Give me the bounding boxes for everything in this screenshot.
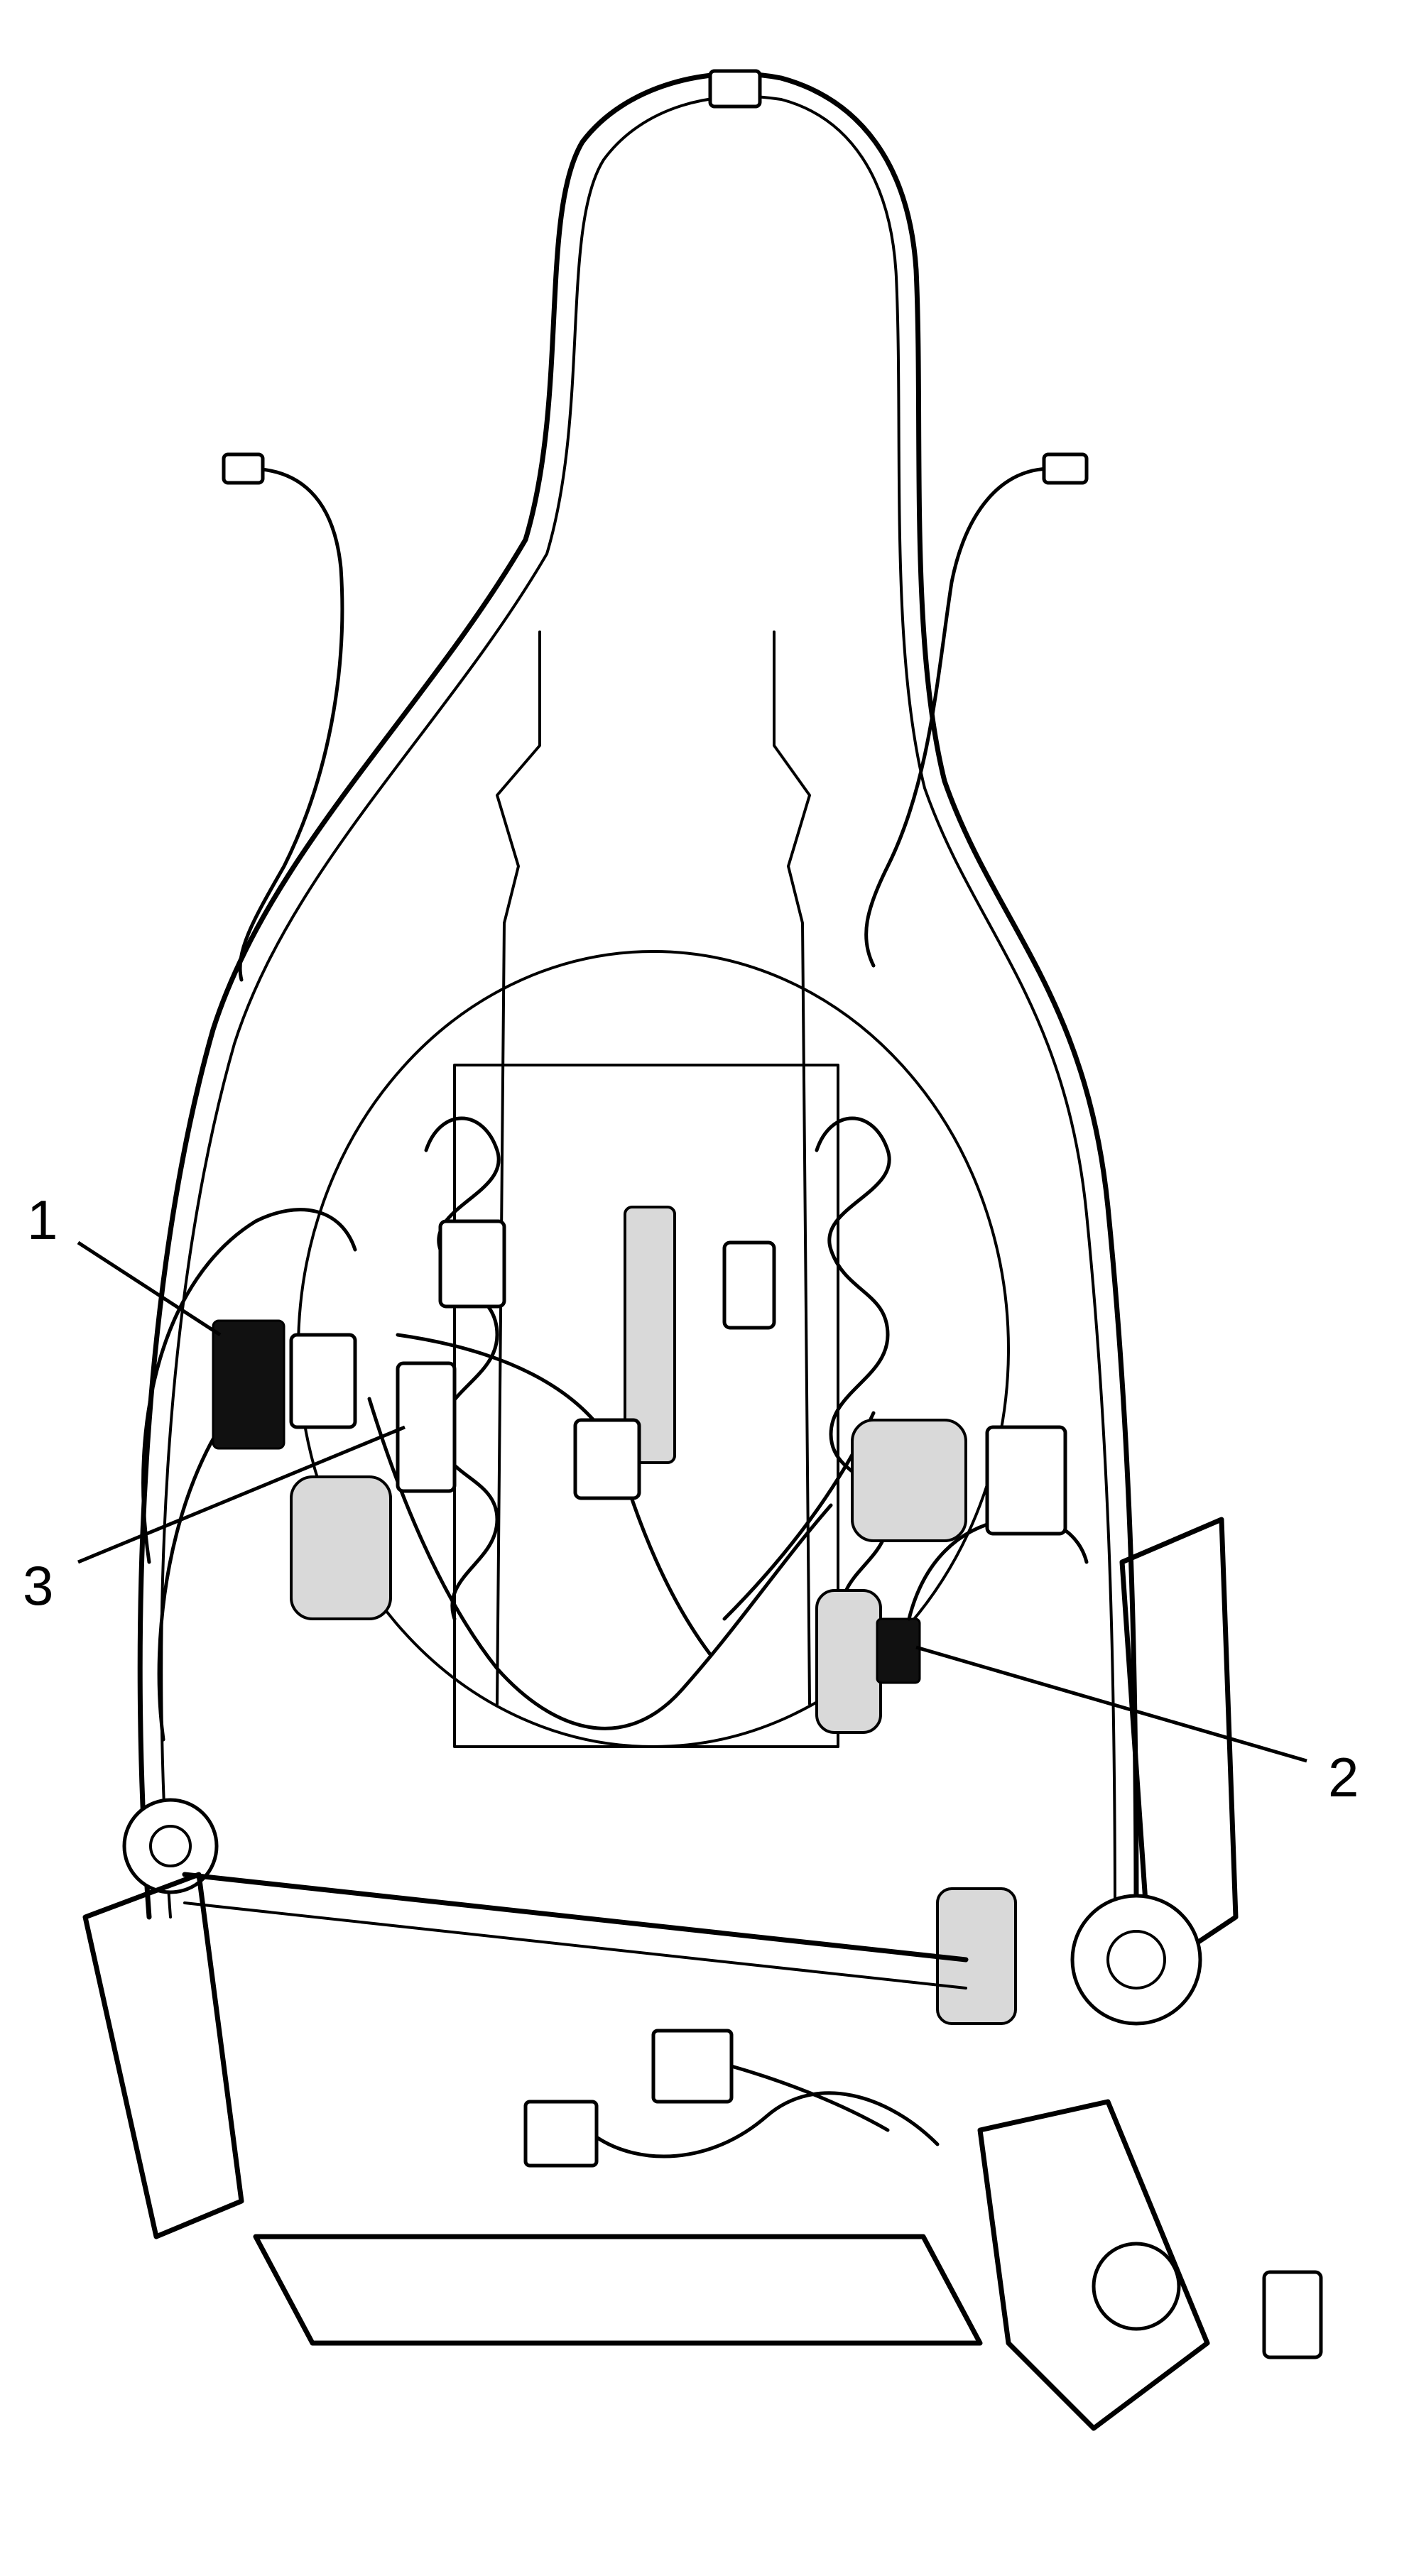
- connector-2-body: [876, 1617, 921, 1684]
- center-left-connector: [438, 1219, 506, 1309]
- upper-left-connector: [222, 452, 265, 485]
- leader-line-3: [77, 1425, 406, 1564]
- lower-pivot: [1092, 2242, 1181, 2331]
- center-wire-harness: [367, 1219, 876, 1730]
- left-side-components: [122, 1208, 457, 1894]
- center-connector: [573, 1418, 641, 1500]
- center-right-connector: [722, 1240, 776, 1330]
- lower-frame: [82, 1872, 1323, 2431]
- right-motor-housing: [815, 1589, 882, 1734]
- seat-back-outer-frame: [137, 69, 1139, 1920]
- connector-3-body: [396, 1361, 457, 1493]
- right-motor: [851, 1419, 967, 1542]
- leader-line-2: [915, 1645, 1307, 1763]
- lumbar-actuator: [624, 1206, 676, 1464]
- callout-3: 3: [23, 1554, 53, 1617]
- lower-connector-a: [523, 2100, 599, 2168]
- callout-2: 2: [1328, 1746, 1359, 1808]
- upper-right-connector: [1042, 452, 1089, 485]
- upper-wire-harness: [222, 452, 1089, 982]
- headrest-guide-clip: [708, 69, 762, 109]
- headrest-posts: [496, 631, 811, 1705]
- left-recliner-gear: [122, 1798, 219, 1894]
- connector-1-body: [212, 1319, 285, 1450]
- left-motor: [290, 1475, 392, 1620]
- right-module: [985, 1425, 1067, 1536]
- right-side-components: [815, 1419, 1239, 2026]
- callout-1: 1: [27, 1189, 58, 1251]
- left-module: [289, 1333, 357, 1429]
- lower-connector-b: [651, 2029, 734, 2104]
- rear-connector: [1262, 2270, 1323, 2359]
- right-recliner-gear: [1070, 1894, 1202, 2026]
- lumbar-support-assembly: [297, 950, 1010, 1748]
- leader-line-1: [77, 1240, 222, 1337]
